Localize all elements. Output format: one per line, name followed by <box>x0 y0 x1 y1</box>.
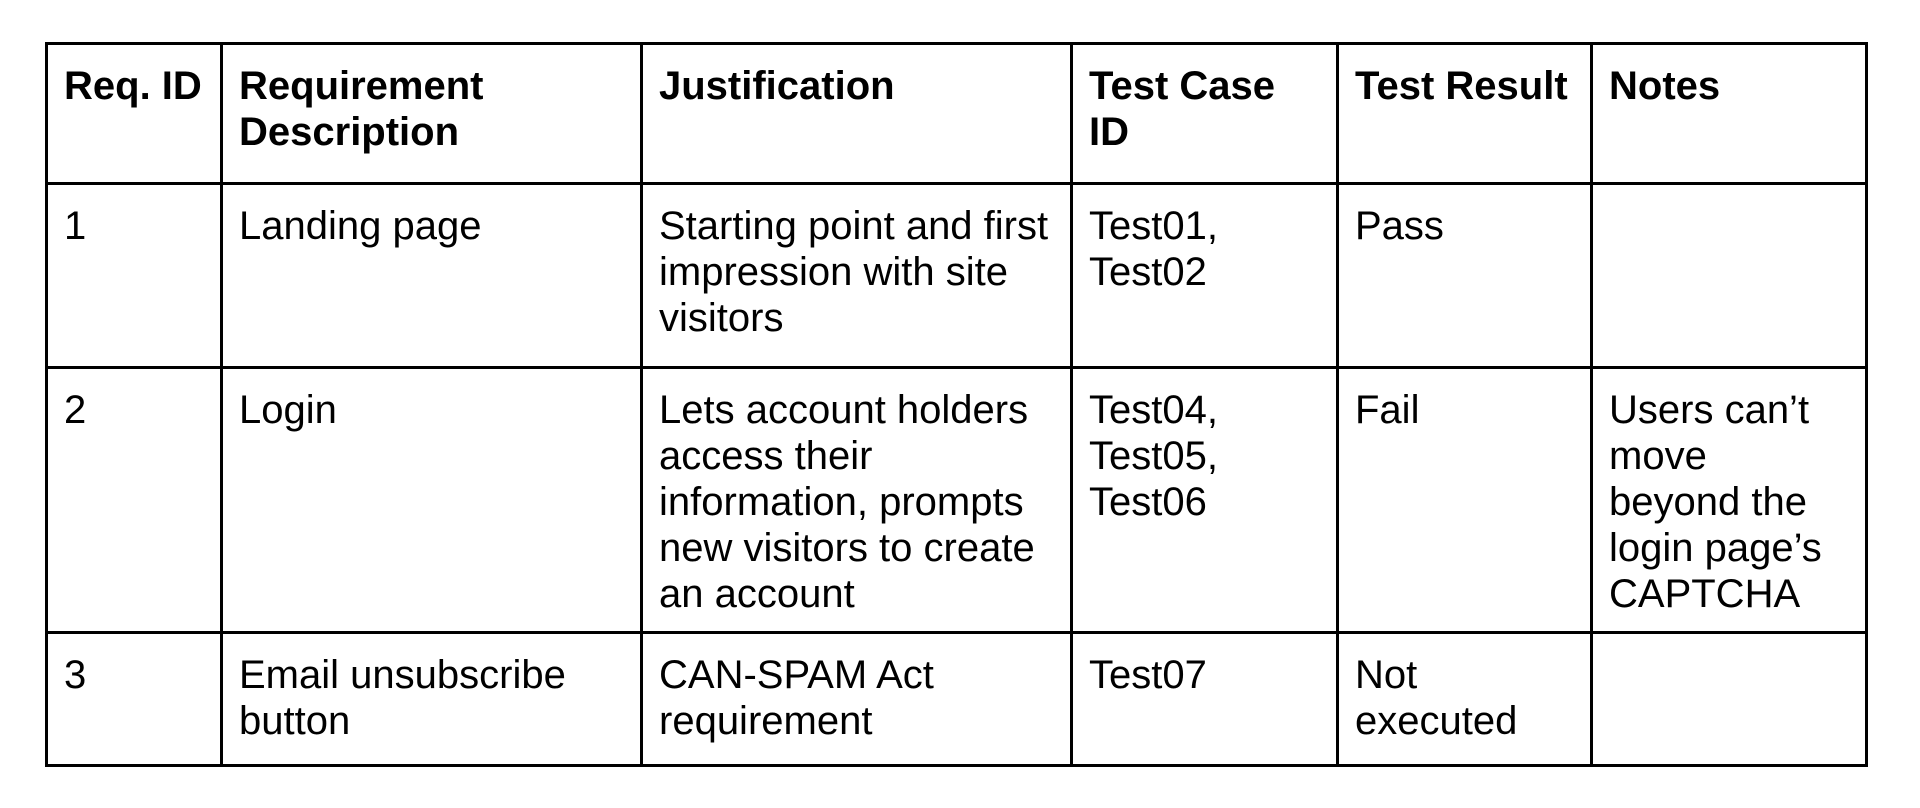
cell-req-id: 3 <box>45 631 223 767</box>
column-header-notes: Notes <box>1590 42 1868 185</box>
cell-requirement-description: Landing page <box>220 182 643 369</box>
table-row: 3 Email unsubscribe button CAN-SPAM Act … <box>45 631 1868 767</box>
column-header-requirement-description: Requirement Description <box>220 42 643 185</box>
cell-justification: Starting point and first impression with… <box>640 182 1073 369</box>
column-header-test-result: Test Result <box>1336 42 1593 185</box>
requirements-traceability-table: Req. ID Requirement Description Justific… <box>45 42 1868 767</box>
header-row: Req. ID Requirement Description Justific… <box>45 42 1868 185</box>
cell-req-id: 2 <box>45 366 223 634</box>
cell-requirement-description: Email unsubscribe button <box>220 631 643 767</box>
table-header: Req. ID Requirement Description Justific… <box>45 42 1868 185</box>
cell-test-result: Pass <box>1336 182 1593 369</box>
column-header-test-case-id: Test Case ID <box>1070 42 1339 185</box>
cell-requirement-description: Login <box>220 366 643 634</box>
cell-test-case-id: Test04, Test05, Test06 <box>1070 366 1339 634</box>
cell-test-case-id: Test07 <box>1070 631 1339 767</box>
cell-req-id: 1 <box>45 182 223 369</box>
table-row: 1 Landing page Starting point and first … <box>45 182 1868 369</box>
column-header-justification: Justification <box>640 42 1073 185</box>
cell-notes: Users can’t move beyond the login page’s… <box>1590 366 1868 634</box>
table-body: 1 Landing page Starting point and first … <box>45 182 1868 767</box>
cell-test-result: Fail <box>1336 366 1593 634</box>
column-header-req-id: Req. ID <box>45 42 223 185</box>
cell-notes <box>1590 631 1868 767</box>
cell-justification: Lets account holders access their inform… <box>640 366 1073 634</box>
table-row: 2 Login Lets account holders access thei… <box>45 366 1868 634</box>
cell-justification: CAN-SPAM Act requirement <box>640 631 1073 767</box>
cell-test-case-id: Test01, Test02 <box>1070 182 1339 369</box>
cell-test-result: Not executed <box>1336 631 1593 767</box>
cell-notes <box>1590 182 1868 369</box>
